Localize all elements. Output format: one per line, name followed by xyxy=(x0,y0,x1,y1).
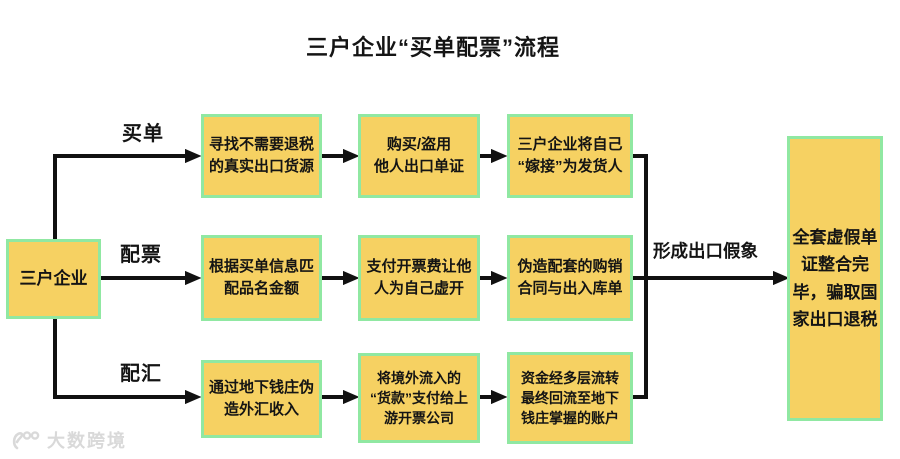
arrow-source-to-row1 xyxy=(53,148,202,239)
page-title: 三户企业“买单配票”流程 xyxy=(305,35,560,60)
row-label-peihui: 配汇 xyxy=(120,363,162,385)
brand-watermark: 大数跨境 xyxy=(10,426,127,454)
step-box-r1c3: 三户企业将自己 “嫁接”为发货人 xyxy=(507,114,633,198)
source-box: 三户企业 xyxy=(6,239,101,319)
step-box-r3c1: 通过地下钱庄伪 造外汇收入 xyxy=(201,360,322,438)
step-box-r3c3: 资金经多层流转 最终回流至地下 钱庄掌握的账户 xyxy=(507,352,633,444)
brand-name: 大数跨境 xyxy=(47,431,127,451)
step-box-r1c1: 寻找不需要退税 的真实出口货源 xyxy=(201,114,322,198)
step-box-r2c2: 支付开票费让他 人为自己虚开 xyxy=(358,235,480,321)
step-box-r3c2: 将境外流入的 “货款”支付给上 游开票公司 xyxy=(358,353,480,443)
row-label-maidan: 买单 xyxy=(122,123,164,145)
brand-logo-icon xyxy=(12,431,40,450)
converge-label: 形成出口假象 xyxy=(653,241,758,261)
step-box-r2c1: 根据买单信息匹 配品名金额 xyxy=(201,235,322,321)
step-box-r1c2: 购买/盗用 他人出口单证 xyxy=(358,114,480,198)
row-label-peipiao: 配票 xyxy=(120,244,162,266)
result-box: 全套虚假单 证整合完 毕，骗取国 家出口退税 xyxy=(787,136,883,421)
step-box-r2c3: 伪造配套的购销 合同与出入库单 xyxy=(507,235,633,321)
